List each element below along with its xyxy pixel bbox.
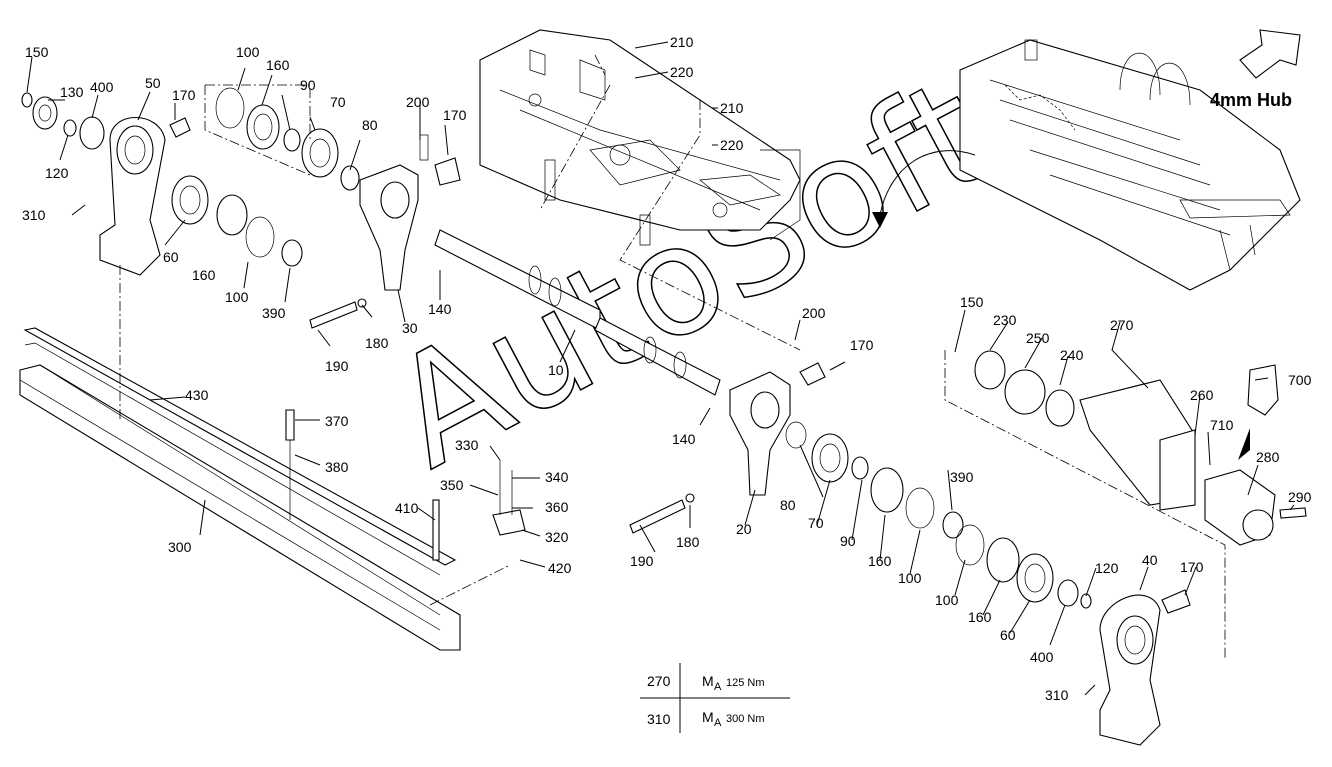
callout-140: 140 <box>428 301 452 317</box>
callout-310: 310 <box>22 207 46 223</box>
callout-100: 100 <box>225 289 249 305</box>
callout-90: 90 <box>300 77 316 93</box>
callout-230: 230 <box>993 312 1017 328</box>
callout-150: 150 <box>960 294 984 310</box>
callout-310: 310 <box>1045 687 1069 703</box>
callout-190: 190 <box>325 358 349 374</box>
callout-70: 70 <box>330 94 346 110</box>
callout-130: 130 <box>60 84 84 100</box>
right-bearing-stack <box>785 421 1092 609</box>
callout-390: 390 <box>262 305 286 321</box>
callout-430: 430 <box>185 387 209 403</box>
callout-420: 420 <box>548 560 572 576</box>
callout-380: 380 <box>325 459 349 475</box>
torque-symbol: M <box>702 673 714 689</box>
assembly-overview: 4mm Hub <box>959 29 1301 291</box>
callout-270: 270 <box>1110 317 1134 333</box>
bracket-20 <box>729 362 826 496</box>
callout-400: 400 <box>1030 649 1054 665</box>
callout-60: 60 <box>163 249 179 265</box>
callout-370: 370 <box>325 413 349 429</box>
callouts: 150 130 400 50 170 120 310 60 100 160 90… <box>22 34 1312 703</box>
callout-410: 410 <box>395 500 419 516</box>
callout-190: 190 <box>630 553 654 569</box>
torque-item-270: 270 <box>647 673 671 689</box>
motor-assembly <box>974 350 1307 546</box>
callout-220: 220 <box>720 137 744 153</box>
bolt-190-right <box>629 493 695 534</box>
callout-200: 200 <box>406 94 430 110</box>
torque-value-270: 125 Nm <box>726 677 765 689</box>
callout-170: 170 <box>1180 559 1204 575</box>
callout-90: 90 <box>840 533 856 549</box>
bolt-190-left <box>309 298 367 329</box>
frame-housing <box>479 29 801 246</box>
guide-rail-assembly <box>19 327 526 651</box>
callout-400: 400 <box>90 79 114 95</box>
callout-320: 320 <box>545 529 569 545</box>
callout-100: 100 <box>236 44 260 60</box>
upper-bearing-stack <box>215 87 360 191</box>
bracket-30 <box>359 134 461 291</box>
callout-250: 250 <box>1026 330 1050 346</box>
callout-350: 350 <box>440 477 464 493</box>
callout-340: 340 <box>545 469 569 485</box>
callout-160: 160 <box>192 267 216 283</box>
callout-210: 210 <box>720 100 744 116</box>
callout-170: 170 <box>850 337 874 353</box>
view-direction-arrow-icon <box>1239 29 1301 79</box>
callout-20: 20 <box>736 521 752 537</box>
leader-lines <box>26 41 1295 696</box>
callout-150: 150 <box>25 44 49 60</box>
callout-300: 300 <box>168 539 192 555</box>
torque-table: 270 M A 125 Nm 310 M A 300 Nm <box>640 663 790 733</box>
callout-170: 170 <box>172 87 196 103</box>
callout-120: 120 <box>1095 560 1119 576</box>
callout-160: 160 <box>266 57 290 73</box>
callout-280: 280 <box>1256 449 1280 465</box>
bearing-pedestal-50 <box>99 117 166 276</box>
callout-80: 80 <box>780 497 796 513</box>
rotation-arrow-icon <box>879 150 976 216</box>
torque-item-310: 310 <box>647 711 671 727</box>
callout-200: 200 <box>802 305 826 321</box>
callout-170: 170 <box>443 107 467 123</box>
callout-10: 10 <box>548 362 564 378</box>
torque-value-310: 300 Nm <box>726 713 765 725</box>
torque-subscript: A <box>714 681 722 693</box>
callout-180: 180 <box>365 335 389 351</box>
callout-50: 50 <box>145 75 161 91</box>
callout-160: 160 <box>868 553 892 569</box>
callout-70: 70 <box>808 515 824 531</box>
torque-symbol: M <box>702 709 714 725</box>
callout-120: 120 <box>45 165 69 181</box>
callout-260: 260 <box>1190 387 1214 403</box>
callout-140: 140 <box>672 431 696 447</box>
callout-700: 700 <box>1288 372 1312 388</box>
callout-80: 80 <box>362 117 378 133</box>
torque-subscript: A <box>714 717 722 729</box>
callout-60: 60 <box>1000 627 1016 643</box>
callout-330: 330 <box>455 437 479 453</box>
hub-label: 4mm Hub <box>1210 90 1292 110</box>
bearing-pedestal-40 <box>1099 589 1191 746</box>
callout-100: 100 <box>898 570 922 586</box>
callout-210: 210 <box>670 34 694 50</box>
shaft-10 <box>434 229 721 396</box>
callout-240: 240 <box>1060 347 1084 363</box>
callout-710: 710 <box>1210 417 1234 433</box>
center-lines <box>119 54 1226 660</box>
callout-220: 220 <box>670 64 694 80</box>
left-bearing-stack <box>21 92 303 267</box>
callout-30: 30 <box>402 320 418 336</box>
callout-160: 160 <box>968 609 992 625</box>
callout-290: 290 <box>1288 489 1312 505</box>
callout-180: 180 <box>676 534 700 550</box>
callout-100: 100 <box>935 592 959 608</box>
callout-360: 360 <box>545 499 569 515</box>
callout-40: 40 <box>1142 552 1158 568</box>
callout-390: 390 <box>950 469 974 485</box>
